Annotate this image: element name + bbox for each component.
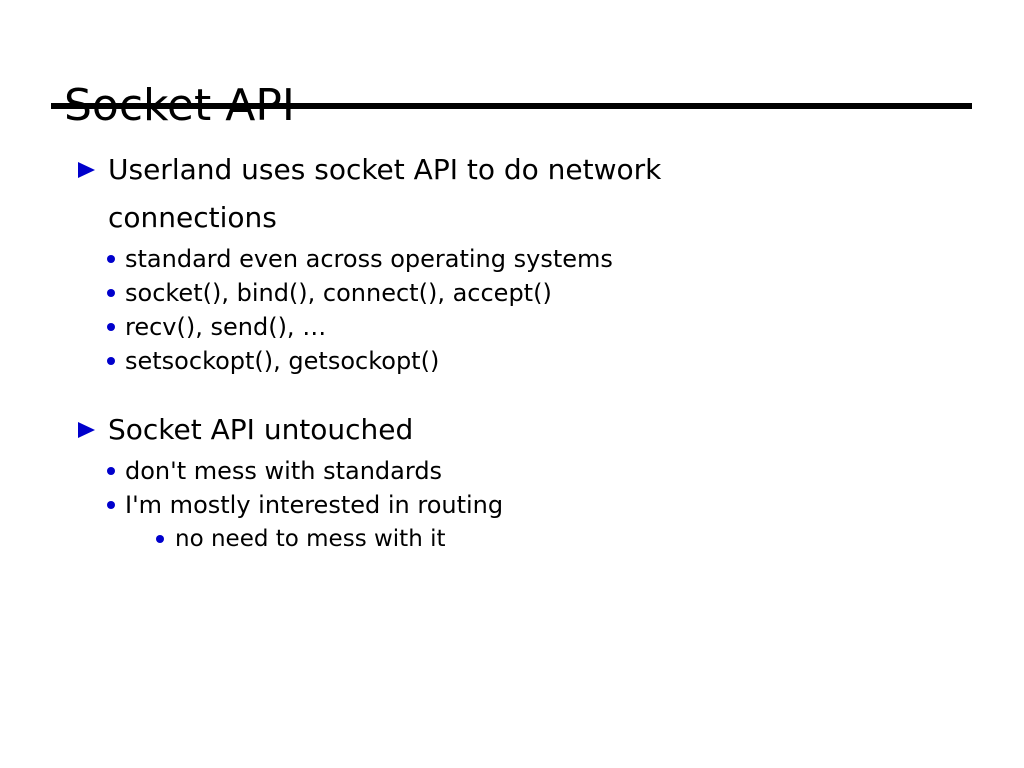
dot-bullet-icon — [107, 323, 115, 331]
bullet-level2-label: I'm mostly interested in routing — [125, 491, 504, 519]
bullet-level2-label: standard even across operating systems — [125, 245, 613, 273]
title-divider — [51, 103, 972, 109]
outline-group: Userland uses socket API to do network c… — [0, 146, 1024, 378]
bullet-level1-label: Userland uses socket API to do network c… — [108, 153, 662, 234]
dot-bullet-icon — [156, 535, 164, 543]
bullet-level3[interactable]: no need to mess with it — [0, 522, 1024, 556]
bullet-level2-label: setsockopt(), getsockopt() — [125, 347, 440, 375]
bullet-level2-label: socket(), bind(), connect(), accept() — [125, 279, 552, 307]
bullet-level1-label: Socket API untouched — [108, 413, 414, 446]
bullet-level2[interactable]: socket(), bind(), connect(), accept() — [0, 276, 1024, 310]
group-spacer — [0, 378, 1024, 406]
bullet-level2-label: recv(), send(), … — [125, 313, 327, 341]
bullet-level1[interactable]: Userland uses socket API to do network c… — [0, 146, 1024, 242]
bullet-level2[interactable]: setsockopt(), getsockopt() — [0, 344, 1024, 378]
dot-bullet-icon — [107, 357, 115, 365]
bullet-level1[interactable]: Socket API untouched — [0, 406, 1024, 454]
dot-bullet-icon — [107, 501, 115, 509]
bullet-level2[interactable]: recv(), send(), … — [0, 310, 1024, 344]
triangle-bullet-icon — [78, 422, 95, 438]
bullet-level2-label: don't mess with standards — [125, 457, 443, 485]
bullet-level2[interactable]: don't mess with standards — [0, 454, 1024, 488]
outline-group: Socket API untouched don't mess with sta… — [0, 406, 1024, 556]
bullet-level2[interactable]: standard even across operating systems — [0, 242, 1024, 276]
dot-bullet-icon — [107, 289, 115, 297]
dot-bullet-icon — [107, 467, 115, 475]
bullet-level3-label: no need to mess with it — [175, 526, 446, 552]
bullet-level2[interactable]: I'm mostly interested in routing — [0, 488, 1024, 522]
triangle-bullet-icon — [78, 162, 95, 178]
slide-body: Userland uses socket API to do network c… — [0, 146, 1024, 556]
dot-bullet-icon — [107, 255, 115, 263]
